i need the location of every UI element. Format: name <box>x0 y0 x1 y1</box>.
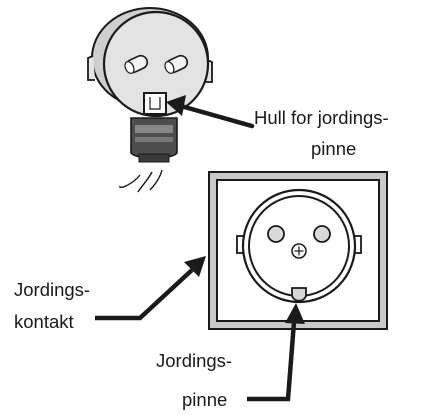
label-pin-line2: pinne <box>182 389 227 410</box>
plug-pin-left <box>124 54 149 74</box>
label-contact-line1: Jordings- <box>14 279 90 300</box>
plug-earthing-hole <box>143 92 167 115</box>
socket-illustration <box>208 171 388 330</box>
plug-cable <box>119 174 141 189</box>
arrow-pin <box>247 303 305 402</box>
label-pin-line1: Jordings- <box>156 350 232 371</box>
arrow-hole <box>166 95 255 129</box>
plug-cable <box>149 169 163 191</box>
socket-earthing-pin <box>291 287 307 302</box>
plug-cable <box>137 171 153 193</box>
plug-pin-right <box>164 54 189 74</box>
label-contact-line2: kontakt <box>14 311 74 332</box>
plug-illustration <box>87 7 213 193</box>
arrow-contact <box>95 256 206 321</box>
label-hole-line1: Hull for jordings- <box>254 107 389 128</box>
socket-hole-left <box>267 225 285 243</box>
plug-side-tab-left <box>87 55 95 81</box>
socket-hole-right <box>313 225 331 243</box>
plug-face <box>102 10 210 118</box>
label-hole-line2: pinne <box>311 138 356 159</box>
